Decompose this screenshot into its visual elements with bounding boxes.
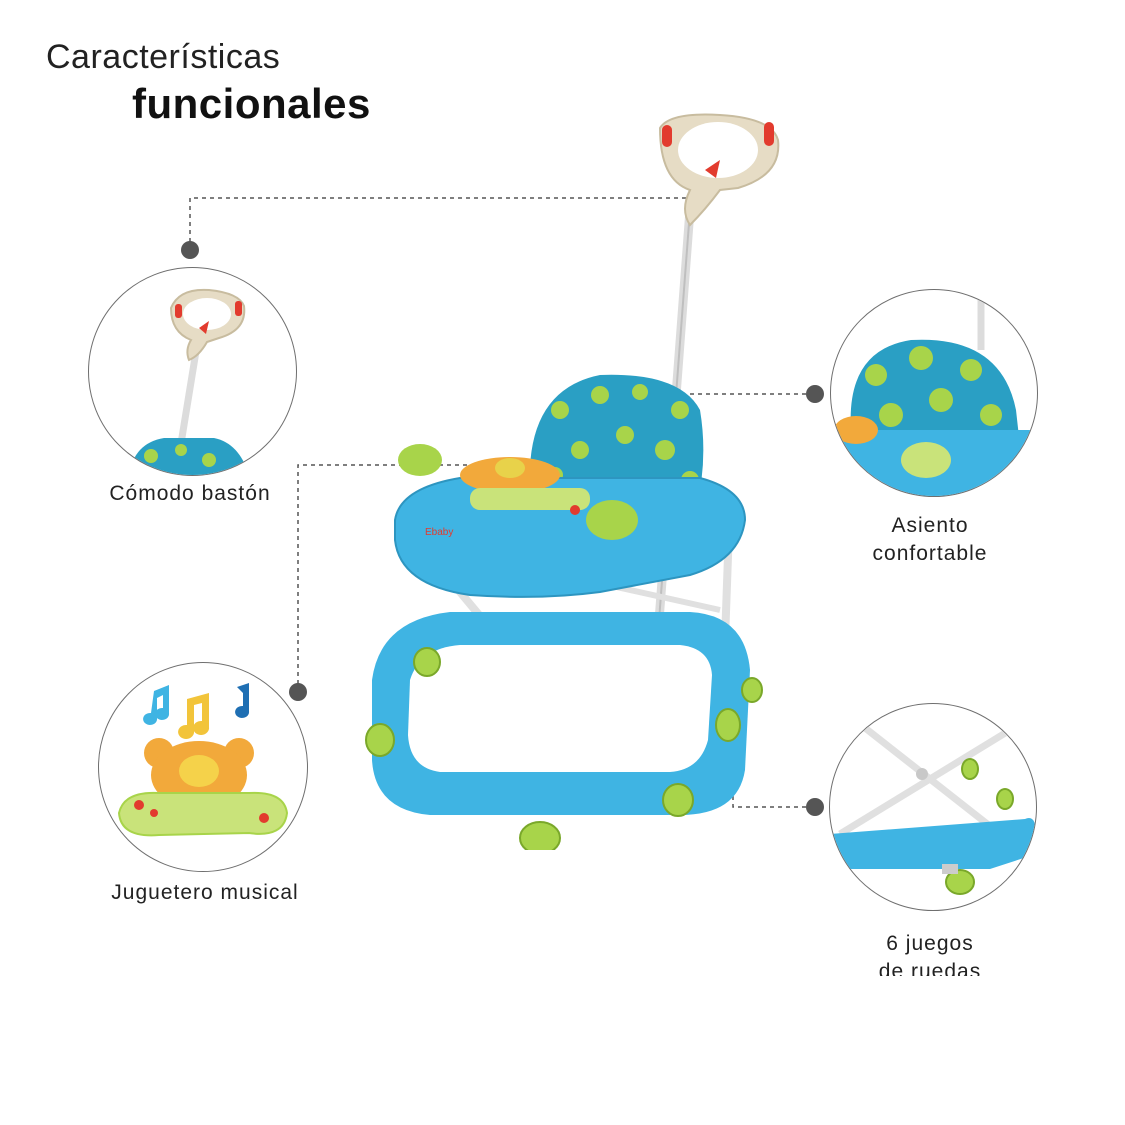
wheels-icon: [830, 721, 1036, 895]
feature-circle-handle: [88, 267, 297, 476]
label-seat-line1: Asiento: [891, 514, 969, 537]
music-notes-icon: [143, 683, 250, 739]
label-wheels: 6 juegos de ruedas: [820, 930, 1040, 976]
label-seat-line2: confortable: [872, 542, 988, 565]
label-wheels-line1: 6 juegos: [886, 932, 974, 955]
feature-circle-toy: [98, 662, 308, 872]
label-toy: Juguetero musical: [111, 881, 299, 904]
baby-walker-image: Ebaby: [365, 113, 780, 850]
svg-text:Ebaby: Ebaby: [425, 527, 453, 538]
label-wheels-line2: de ruedas: [878, 960, 982, 976]
connector-dot-toy: [289, 683, 307, 701]
connector-dot-wheels: [806, 798, 824, 816]
musical-toy-tray-icon: [117, 683, 289, 837]
label-seat: Asiento confortable: [820, 512, 1040, 568]
title-line-2: funcionales: [132, 80, 371, 127]
feature-circle-wheels: [829, 703, 1037, 911]
connector-handle: [189, 197, 700, 250]
title-line-1: Características: [46, 38, 281, 76]
connector-dot-handle: [181, 241, 199, 259]
label-handle: Cómodo bastón: [109, 482, 271, 505]
push-handle-icon: [129, 288, 249, 475]
connector-dot-seat: [806, 385, 824, 403]
feature-circle-seat: [830, 289, 1038, 497]
connector-toy: [297, 464, 470, 692]
connector-wheels: [732, 740, 815, 808]
padded-seat-icon: [831, 290, 1037, 496]
